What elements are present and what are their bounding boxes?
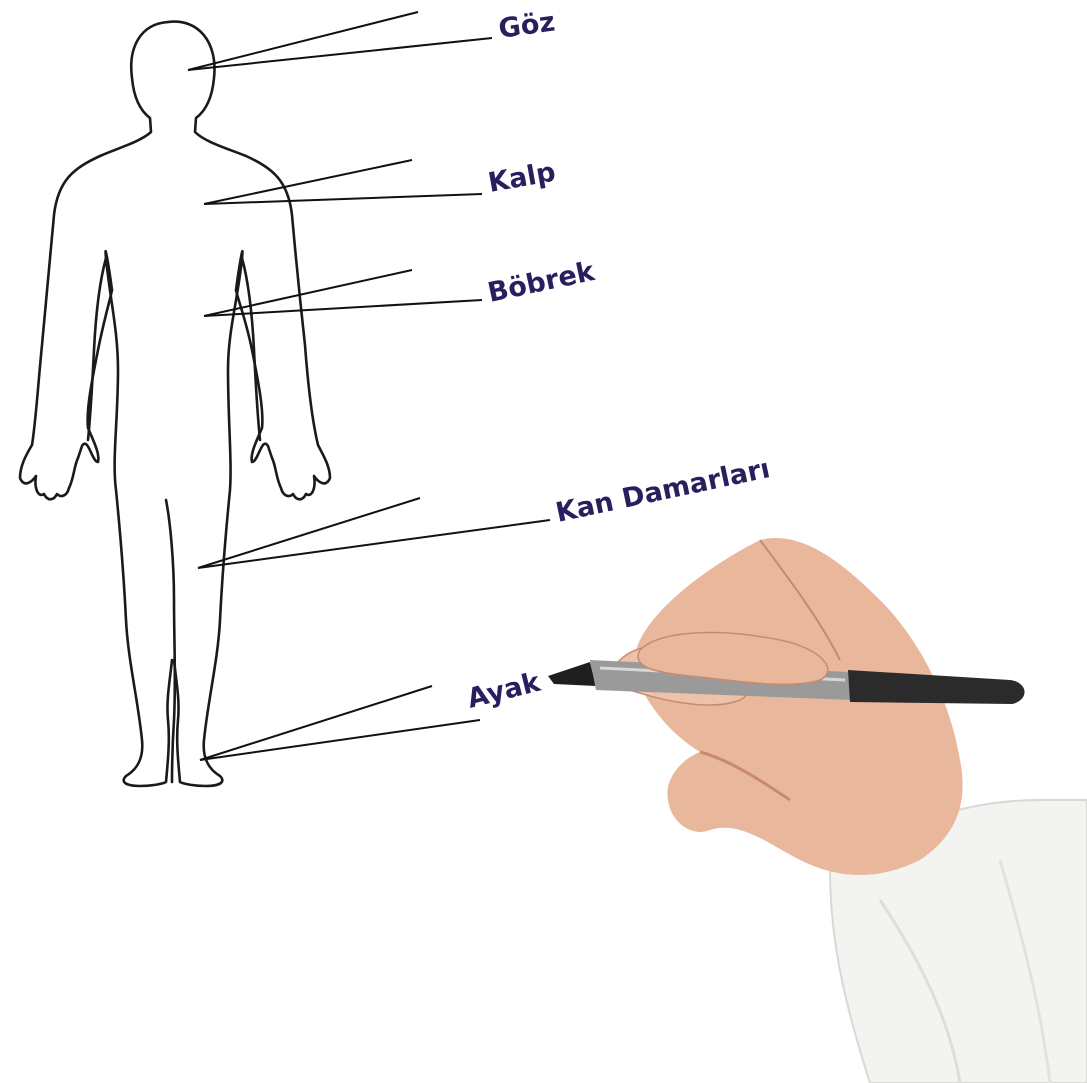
vessels-pointer-line-2 — [198, 520, 550, 568]
kidney-pointer-line-2 — [204, 300, 482, 316]
label-kidney: Böbrek — [485, 256, 598, 309]
label-foot: Ayak — [464, 667, 544, 715]
foot-pointer-line-2 — [200, 720, 480, 760]
pen-tip — [548, 662, 596, 686]
foot-pointer-line-1 — [200, 686, 432, 760]
label-eye: Göz — [497, 6, 557, 45]
eye-pointer-line-2 — [188, 38, 492, 70]
human-body-outline — [20, 22, 330, 786]
eye-pointer-line-1 — [188, 12, 418, 70]
label-blood-vessels: Kan Damarları — [553, 453, 773, 529]
vessels-pointer-line-1 — [198, 498, 420, 568]
pointer-lines — [188, 12, 550, 760]
hand-with-pen — [548, 538, 1087, 1083]
label-heart: Kalp — [486, 157, 558, 199]
pen-body — [848, 670, 1025, 704]
hand — [635, 538, 963, 875]
